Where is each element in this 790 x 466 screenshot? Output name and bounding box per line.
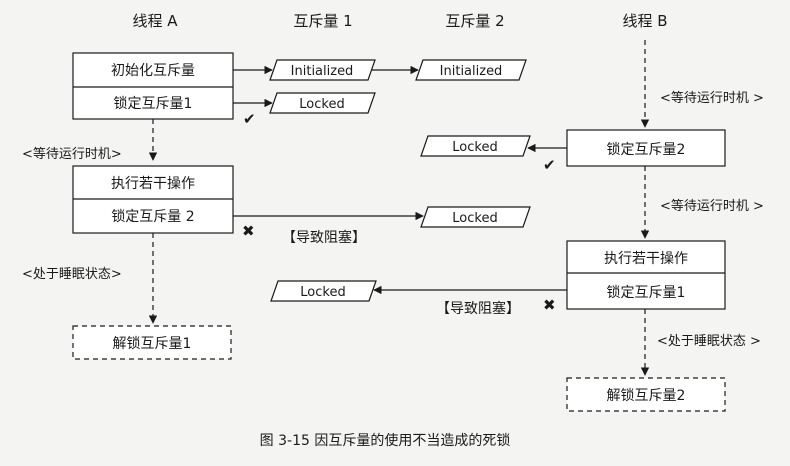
thread-a-unlock-box xyxy=(72,325,232,360)
figure-caption: 图 3-15 因互斥量的使用不当造成的死锁 xyxy=(260,432,511,449)
thread-a-exec-ops: 执行若干操作 xyxy=(111,176,195,192)
thread-a-lock-mutex-2: 锁定互斥量 2 xyxy=(111,209,194,225)
mutex-2-locked-by-b-label: Locked xyxy=(452,140,497,155)
thread-b-blocked-cross-icon: ✖ xyxy=(543,296,556,314)
thread-b-wait-note-2: <等待运行时机 > xyxy=(660,198,764,214)
mutex-1-locked-label: Locked xyxy=(299,97,344,112)
thread-a-wait-note: <等待运行时机> xyxy=(22,146,122,162)
mutex-1-initialized-label: Initialized xyxy=(291,64,354,79)
thread-b-sleep-note: <处于睡眠状态 > xyxy=(657,334,761,349)
thread-b-unlock-box xyxy=(566,377,726,412)
thread-a-init-lock-box xyxy=(72,52,234,120)
thread-b-lock-mutex-2: 锁定互斥量2 xyxy=(607,142,686,158)
mutex-1-header: 互斥量 1 xyxy=(293,12,352,30)
thread-a-header: 线程 A xyxy=(132,12,178,30)
thread-a-blocked-cross-icon: ✖ xyxy=(242,222,255,240)
thread-b-wait-note-1: <等待运行时机 > xyxy=(660,90,764,106)
mutex-2-initialized-label: Initialized xyxy=(440,64,503,79)
thread-a-init-mutex: 初始化互斥量 xyxy=(111,62,195,79)
thread-b-header: 线程 B xyxy=(622,12,667,30)
thread-a-lock-success-icon: ✔ xyxy=(243,110,256,128)
mutex-2-locked-by-b-state xyxy=(420,135,531,157)
mutex-2-blocking-state xyxy=(420,206,531,228)
thread-b-lock-mutex-1: 锁定互斥量1 xyxy=(607,285,686,301)
thread-b-exec-lock-box xyxy=(566,240,726,310)
mutex-2-header: 互斥量 2 xyxy=(445,12,504,30)
thread-b-exec-ops: 执行若干操作 xyxy=(604,251,688,267)
thread-a-exec-lock-box xyxy=(72,165,234,234)
thread-b-lock-success-icon: ✔ xyxy=(543,156,556,174)
mutex-1-blocking-state xyxy=(270,280,377,302)
thread-a-unlock-mutex-1: 解锁互斥量1 xyxy=(113,336,192,352)
thread-b-blocked-label: 【导致阻塞】 xyxy=(436,300,520,317)
thread-a-sleep-note: <处于睡眠状态> xyxy=(22,267,122,282)
mutex-2-blocking-label: Locked xyxy=(452,211,497,226)
thread-b-unlock-mutex-2: 解锁互斥量2 xyxy=(607,388,686,404)
thread-a-blocked-label: 【导致阻塞】 xyxy=(282,229,366,246)
mutex-1-blocking-label: Locked xyxy=(300,285,345,300)
thread-a-lock-mutex-1: 锁定互斥量1 xyxy=(114,96,193,112)
